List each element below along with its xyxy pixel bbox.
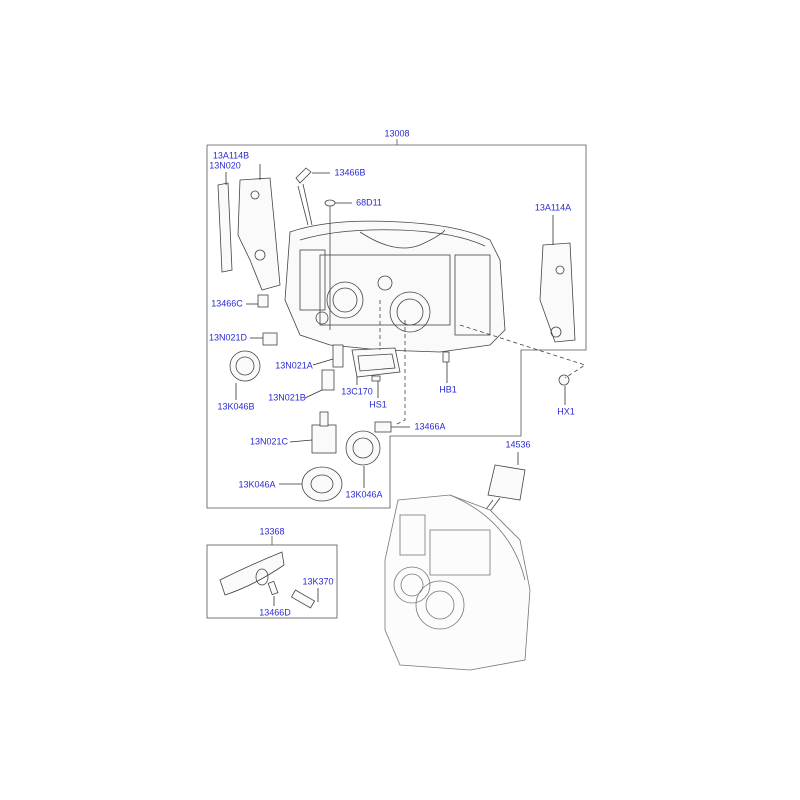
headlamp-housing — [284, 220, 506, 353]
socket-13k370-shape — [290, 589, 316, 609]
label-13n021c[interactable]: 13N021C — [249, 436, 289, 447]
bulb-13466a-shape — [374, 421, 392, 433]
assembly-frame — [206, 144, 587, 509]
bulb-13n021b-shape — [321, 369, 335, 391]
label-13a114a[interactable]: 13A114A — [534, 202, 572, 213]
bracket-left — [217, 177, 281, 291]
label-13466c[interactable]: 13466C — [211, 298, 243, 309]
label-14536[interactable]: 14536 — [505, 439, 531, 450]
label-13466d[interactable]: 13466D — [259, 607, 291, 618]
label-13466b[interactable]: 13466B — [334, 167, 366, 178]
bulb-13n021a-shape — [332, 344, 344, 368]
label-hb1[interactable]: HB1 — [439, 384, 457, 395]
side-lamp-shape — [219, 551, 285, 596]
label-13n020[interactable]: 13N020 — [209, 160, 241, 171]
label-13008[interactable]: 13008 — [384, 128, 410, 139]
cover-13k046a-right-shape — [345, 430, 381, 466]
cover-13k046a-left-shape — [301, 466, 343, 502]
label-13k046b[interactable]: 13K046B — [217, 401, 255, 412]
headlamp-view — [384, 494, 531, 671]
label-13k046a-left[interactable]: 13K046A — [238, 479, 276, 490]
kit-14536-shape — [487, 464, 526, 501]
label-13c170[interactable]: 13C170 — [341, 386, 373, 397]
label-13368[interactable]: 13368 — [259, 526, 285, 537]
label-68d11[interactable]: 68D11 — [356, 197, 382, 208]
bulb-13466d-shape — [267, 580, 279, 596]
label-hx1[interactable]: HX1 — [557, 406, 575, 417]
label-13n021d[interactable]: 13N021D — [208, 332, 248, 343]
bracket-right — [539, 242, 576, 343]
label-hs1[interactable]: HS1 — [369, 399, 387, 410]
screw-hs1-shape — [371, 375, 381, 382]
bulb-13n021d-shape — [262, 332, 278, 346]
label-13a114b[interactable]: 13A114B — [212, 150, 250, 161]
label-13k370[interactable]: 13K370 — [302, 576, 334, 587]
bulb-13n021c-shape — [311, 424, 337, 454]
bulb-13466b-shape — [295, 167, 312, 184]
nut-hx1-shape — [558, 374, 570, 386]
cover-13k046b-shape — [229, 350, 261, 382]
label-13k046a-right[interactable]: 13K046A — [345, 489, 383, 500]
cap-68d11-shape — [324, 199, 336, 207]
screw-hb1-shape — [442, 351, 450, 363]
label-13n021a[interactable]: 13N021A — [275, 360, 313, 371]
bulb-13466c-shape — [257, 294, 269, 308]
label-13n021b[interactable]: 13N021B — [268, 392, 306, 403]
label-13466a[interactable]: 13466A — [414, 421, 446, 432]
